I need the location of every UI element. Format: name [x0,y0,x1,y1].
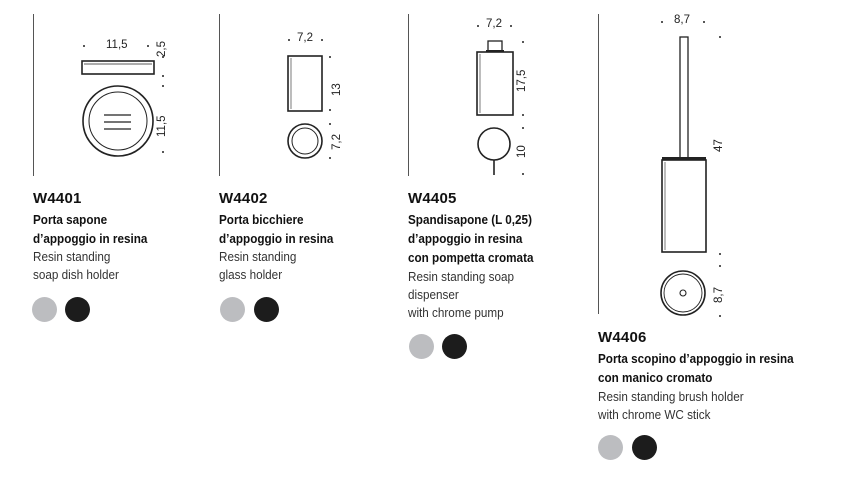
desc-line: soap dish holder [33,267,119,282]
desc-line: Resin standing [33,249,111,264]
title-line: d’appoggio in resina [219,231,334,246]
dimension-width: 11,5 [106,39,128,51]
product-description: Resin standing glass holder [219,248,296,284]
product-title: Porta scopino d’appoggio in resina con m… [598,349,794,387]
column-divider-4 [598,14,599,314]
title-line: d’appoggio in resina [408,231,523,246]
dimension-height-bottom: 7,2 [331,134,343,150]
dimension-height-top: 17,5 [516,69,528,92]
column-divider-2 [219,14,220,176]
dimension-height-bottom: 11,5 [156,115,168,137]
dimension-width: 8,7 [674,14,690,26]
dimension-height-top: 2,5 [156,41,168,57]
title-line: Porta sapone [33,212,108,227]
color-swatch-grey[interactable] [409,334,434,359]
color-swatch-black[interactable] [254,297,279,322]
title-line: d’appoggio in resina [33,231,148,246]
desc-line: Resin standing soap [408,269,515,284]
column-divider-3 [408,14,409,176]
product-title: Spandisapone (L 0,25) d’appoggio in resi… [408,210,533,267]
color-swatch-black[interactable] [65,297,90,322]
color-swatch-black[interactable] [442,334,467,359]
soap-dispenser-drawing [476,25,524,175]
dimension-height-top: 13 [331,83,343,96]
desc-line: Resin standing brush holder [598,389,744,404]
desc-line: with chrome pump [408,305,504,320]
brush-holder-drawing [660,21,721,317]
color-swatch-grey[interactable] [220,297,245,322]
desc-line: glass holder [219,267,283,282]
product-title: Porta sapone d’appoggio in resina [33,210,147,248]
dimension-height-top: 47 [713,139,725,152]
glass-holder-drawing [287,39,331,159]
color-swatch-grey[interactable] [598,435,623,460]
title-line: con manico cromato [598,370,713,385]
title-line: con pompetta cromata [408,250,534,265]
product-description: Resin standing soap dispenser with chrom… [408,268,514,322]
product-description: Resin standing brush holder with chrome … [598,388,744,424]
product-code: W4405 [408,190,457,207]
column-divider-1 [33,14,34,176]
product-description: Resin standing soap dish holder [33,248,119,284]
title-line: Spandisapone (L 0,25) [408,212,532,227]
soap-dish-drawing [81,45,164,157]
desc-line: dispenser [408,287,459,302]
dimension-height-bottom: 10 [516,145,528,158]
product-title: Porta bicchiere d’appoggio in resina [219,210,333,248]
dimension-width: 7,2 [486,18,502,30]
color-swatch-grey[interactable] [32,297,57,322]
title-line: Porta bicchiere [219,212,304,227]
desc-line: Resin standing [219,249,297,264]
product-code: W4402 [219,190,268,207]
color-swatch-black[interactable] [632,435,657,460]
product-code: W4406 [598,329,647,346]
dimension-height-bottom: 8,7 [713,287,725,303]
dimension-width: 7,2 [297,32,313,44]
title-line: Porta scopino d’appoggio in resina [598,351,794,366]
desc-line: with chrome WC stick [598,407,711,422]
product-code: W4401 [33,190,82,207]
